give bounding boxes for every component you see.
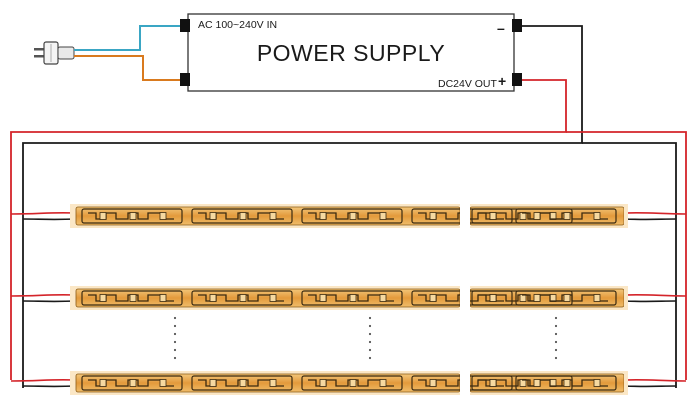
strip-lead-positive-left — [10, 211, 77, 215]
positive-bus-wire — [10, 79, 567, 380]
led-strip-3 — [10, 371, 687, 395]
negative-bus-wire-right — [582, 142, 677, 388]
led-strip-group — [10, 204, 687, 395]
continuation-dot — [173, 316, 177, 320]
continuation-dot — [368, 356, 372, 360]
strip-end-cap — [624, 371, 628, 395]
positive-bus-wire-right — [566, 131, 687, 380]
continuation-dot — [368, 316, 372, 320]
continuation-dots — [173, 316, 558, 360]
continuation-dot — [173, 340, 177, 344]
continuation-dot — [173, 356, 177, 360]
continuation-dot — [173, 348, 177, 352]
continuation-dot — [554, 332, 558, 336]
strip-end-cap — [624, 286, 628, 310]
positive-sign: + — [498, 73, 506, 89]
output-label: DC24V OUT — [438, 78, 498, 90]
output-terminal-negative — [512, 19, 522, 32]
continuation-dot — [554, 356, 558, 360]
continuation-dot — [554, 348, 558, 352]
strip-gap — [460, 286, 470, 310]
input-label: AC 100~240V IN — [198, 19, 277, 31]
input-terminal-live — [180, 19, 190, 32]
strip-end-cap — [624, 204, 628, 228]
input-terminal-neutral — [180, 73, 190, 86]
output-terminal-positive — [512, 73, 522, 86]
led-strip-2 — [10, 286, 687, 310]
live-wire — [74, 25, 184, 51]
negative-sign: – — [497, 20, 505, 36]
strip-lead-positive-right — [623, 378, 687, 382]
neutral-wire — [74, 55, 184, 81]
power-supply-unit: AC 100~240V IN POWER SUPPLY DC24V OUT – … — [180, 13, 522, 92]
continuation-dot — [368, 324, 372, 328]
continuation-dot — [173, 324, 177, 328]
continuation-dot — [368, 332, 372, 336]
continuation-dot — [368, 340, 372, 344]
strip-lead-positive-left — [10, 293, 77, 297]
continuation-dot — [554, 324, 558, 328]
led-strip-1 — [10, 204, 687, 228]
power-supply-title: POWER SUPPLY — [257, 40, 445, 66]
continuation-dot — [368, 348, 372, 352]
strip-gap — [460, 371, 470, 395]
ac-plug-icon — [34, 41, 75, 65]
strip-lead-positive-right — [623, 211, 687, 215]
strip-lead-positive-right — [623, 293, 687, 297]
continuation-dot — [554, 316, 558, 320]
continuation-dot — [554, 340, 558, 344]
continuation-dot — [173, 332, 177, 336]
power-supply-box — [187, 13, 515, 92]
strip-gap — [460, 204, 470, 228]
strip-lead-positive-left — [10, 378, 77, 382]
